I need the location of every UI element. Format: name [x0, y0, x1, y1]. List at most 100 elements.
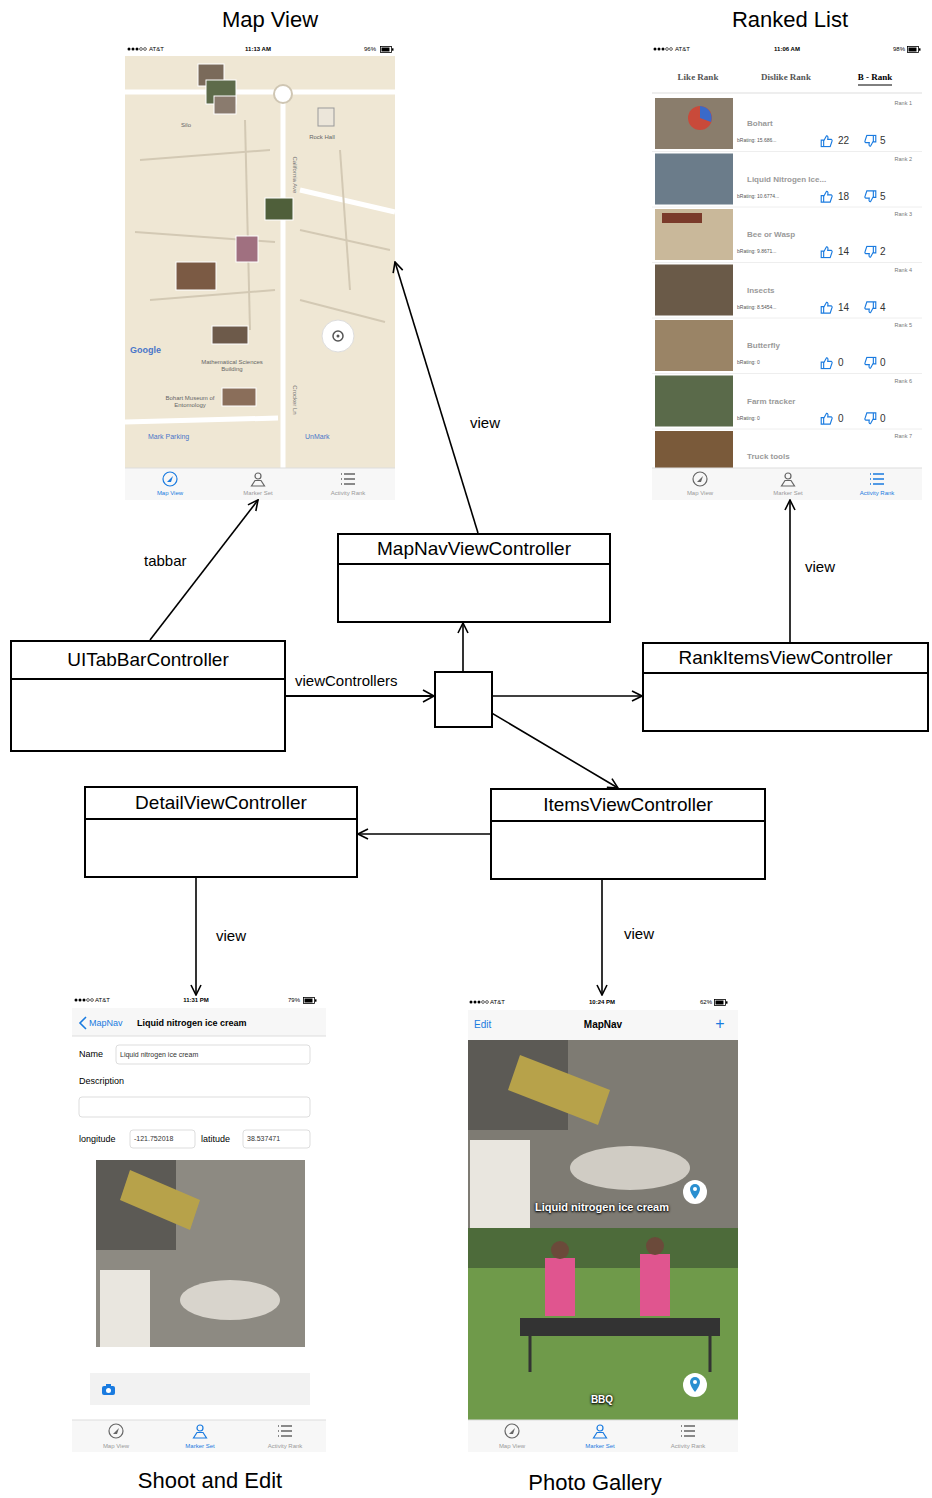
road: [300, 190, 395, 212]
association-arrow: [358, 833, 490, 835]
class-box: MapNavViewController: [337, 533, 611, 623]
screen-text: Crocker Ln: [292, 385, 299, 414]
row-divider: [652, 207, 922, 208]
item-photo: [655, 265, 733, 316]
connectors: [150, 262, 790, 995]
row-divider: [652, 262, 922, 263]
road: [281, 100, 286, 468]
screen-text: Rank 4: [895, 266, 912, 272]
vote-icon: [821, 247, 832, 258]
screen-text: Rock Hall: [309, 134, 335, 141]
junction-box: [423, 690, 434, 702]
item-photo: [470, 1140, 530, 1228]
screen-text: bRating: 10.6774...: [737, 194, 779, 200]
ranked-list-screenshot: [654, 48, 673, 51]
gallery-screenshot: [468, 995, 738, 1452]
tab-bar: [782, 473, 795, 486]
class-box: ItemsViewController: [490, 788, 766, 880]
screen-text: Activity Rank: [860, 490, 895, 497]
camera-icon: [102, 1384, 115, 1395]
map-screenshot: [125, 42, 395, 500]
detail-screenshot: [80, 1017, 86, 1029]
item-photo: [655, 98, 733, 149]
screen-text: Rank 6: [895, 377, 912, 383]
screen-text: 0: [880, 357, 886, 369]
screen-text: 5: [880, 191, 886, 203]
item-photo: [520, 1318, 720, 1336]
ranked-list-screenshot: [858, 85, 892, 86]
junction-box: [435, 672, 492, 727]
item-photo: [96, 1160, 305, 1347]
association-arrow: [150, 500, 258, 640]
screen-text: 11:06 AM: [774, 46, 800, 53]
gallery-screenshot: [468, 995, 738, 1452]
tab-bar: [109, 1424, 123, 1438]
tab-bar: [194, 1425, 207, 1438]
item-photo: [468, 1040, 738, 1420]
row-divider: [652, 429, 922, 430]
screen-title: Ranked List: [732, 7, 848, 32]
item-photo: [96, 1160, 305, 1347]
screen-text: Rank 1: [895, 100, 912, 106]
text-field: [243, 1130, 310, 1148]
association-arrow: [195, 878, 197, 995]
screen-text: Liquid nitrogen ice cream: [535, 1201, 669, 1214]
screen-text: Insects: [747, 286, 775, 295]
photo-marker: [265, 198, 293, 220]
row-divider: [652, 373, 922, 374]
screen-text: 11:31 PM: [183, 997, 209, 1004]
item-photo: [570, 1146, 690, 1190]
camera-icon: [106, 1384, 111, 1387]
vote-icon: [821, 191, 832, 202]
row-divider: [652, 318, 922, 319]
tab-bar: [594, 1425, 607, 1438]
screen-title: Photo Gallery: [528, 1470, 661, 1495]
screen-text: 0: [880, 413, 886, 425]
vote-icon: [821, 358, 832, 369]
edge-label: view: [214, 927, 248, 944]
screen-text: 11:13 AM: [245, 46, 271, 53]
item-photo: [551, 1241, 569, 1259]
tab-bar: [125, 468, 395, 469]
screen-text: 14: [838, 246, 849, 258]
class-name: ItemsViewController: [543, 794, 713, 816]
screen-text: Liquid Nitrogen Ice...: [747, 175, 826, 184]
photo-marker: [236, 236, 258, 262]
tab-bar: [652, 468, 922, 500]
screen-text: Liquid nitrogen ice cream: [120, 1051, 198, 1059]
tab-bar: [652, 468, 922, 500]
screen-text: Activity Rank: [671, 1443, 706, 1450]
screen-text: Marker Set: [773, 490, 802, 497]
text-field: [130, 1130, 195, 1148]
tab-bar: [468, 1420, 738, 1421]
item-photo: [640, 1254, 670, 1316]
class-box: DetailViewController: [84, 786, 358, 878]
screen-text: 0: [838, 413, 844, 425]
screen-text: Name: [79, 1049, 103, 1059]
tab-bar: [72, 1420, 326, 1452]
screen-text: Rank 5: [895, 322, 912, 328]
app-screen: Map ViewAT&T11:13 AM96%Rock HallCaliforn…: [125, 42, 395, 500]
screen-text: 2: [880, 246, 886, 258]
class-name: MapNavViewController: [377, 538, 571, 560]
screen-text: Activity Rank: [331, 490, 366, 497]
item-photo: [120, 1170, 200, 1230]
item-photo: [700, 106, 712, 122]
locate-button: [322, 320, 354, 352]
tab-bar: [870, 474, 884, 484]
screen-text: Liquid nitrogen ice cream: [137, 1018, 247, 1028]
ranked-list-screenshot: [652, 42, 922, 500]
class-name-compartment: UITabBarController: [12, 642, 284, 680]
road: [125, 418, 278, 422]
screen-text: Marker Set: [185, 1443, 214, 1450]
vote-icon: [821, 302, 832, 313]
screen-text: California Ave: [292, 157, 299, 194]
vote-icon: [821, 135, 876, 424]
text-field: [79, 1097, 310, 1117]
class-name: RankItemsViewController: [678, 647, 892, 669]
edge-label: view: [622, 925, 656, 942]
screen-text: latitude: [201, 1134, 230, 1144]
map-screenshot: [125, 56, 395, 468]
